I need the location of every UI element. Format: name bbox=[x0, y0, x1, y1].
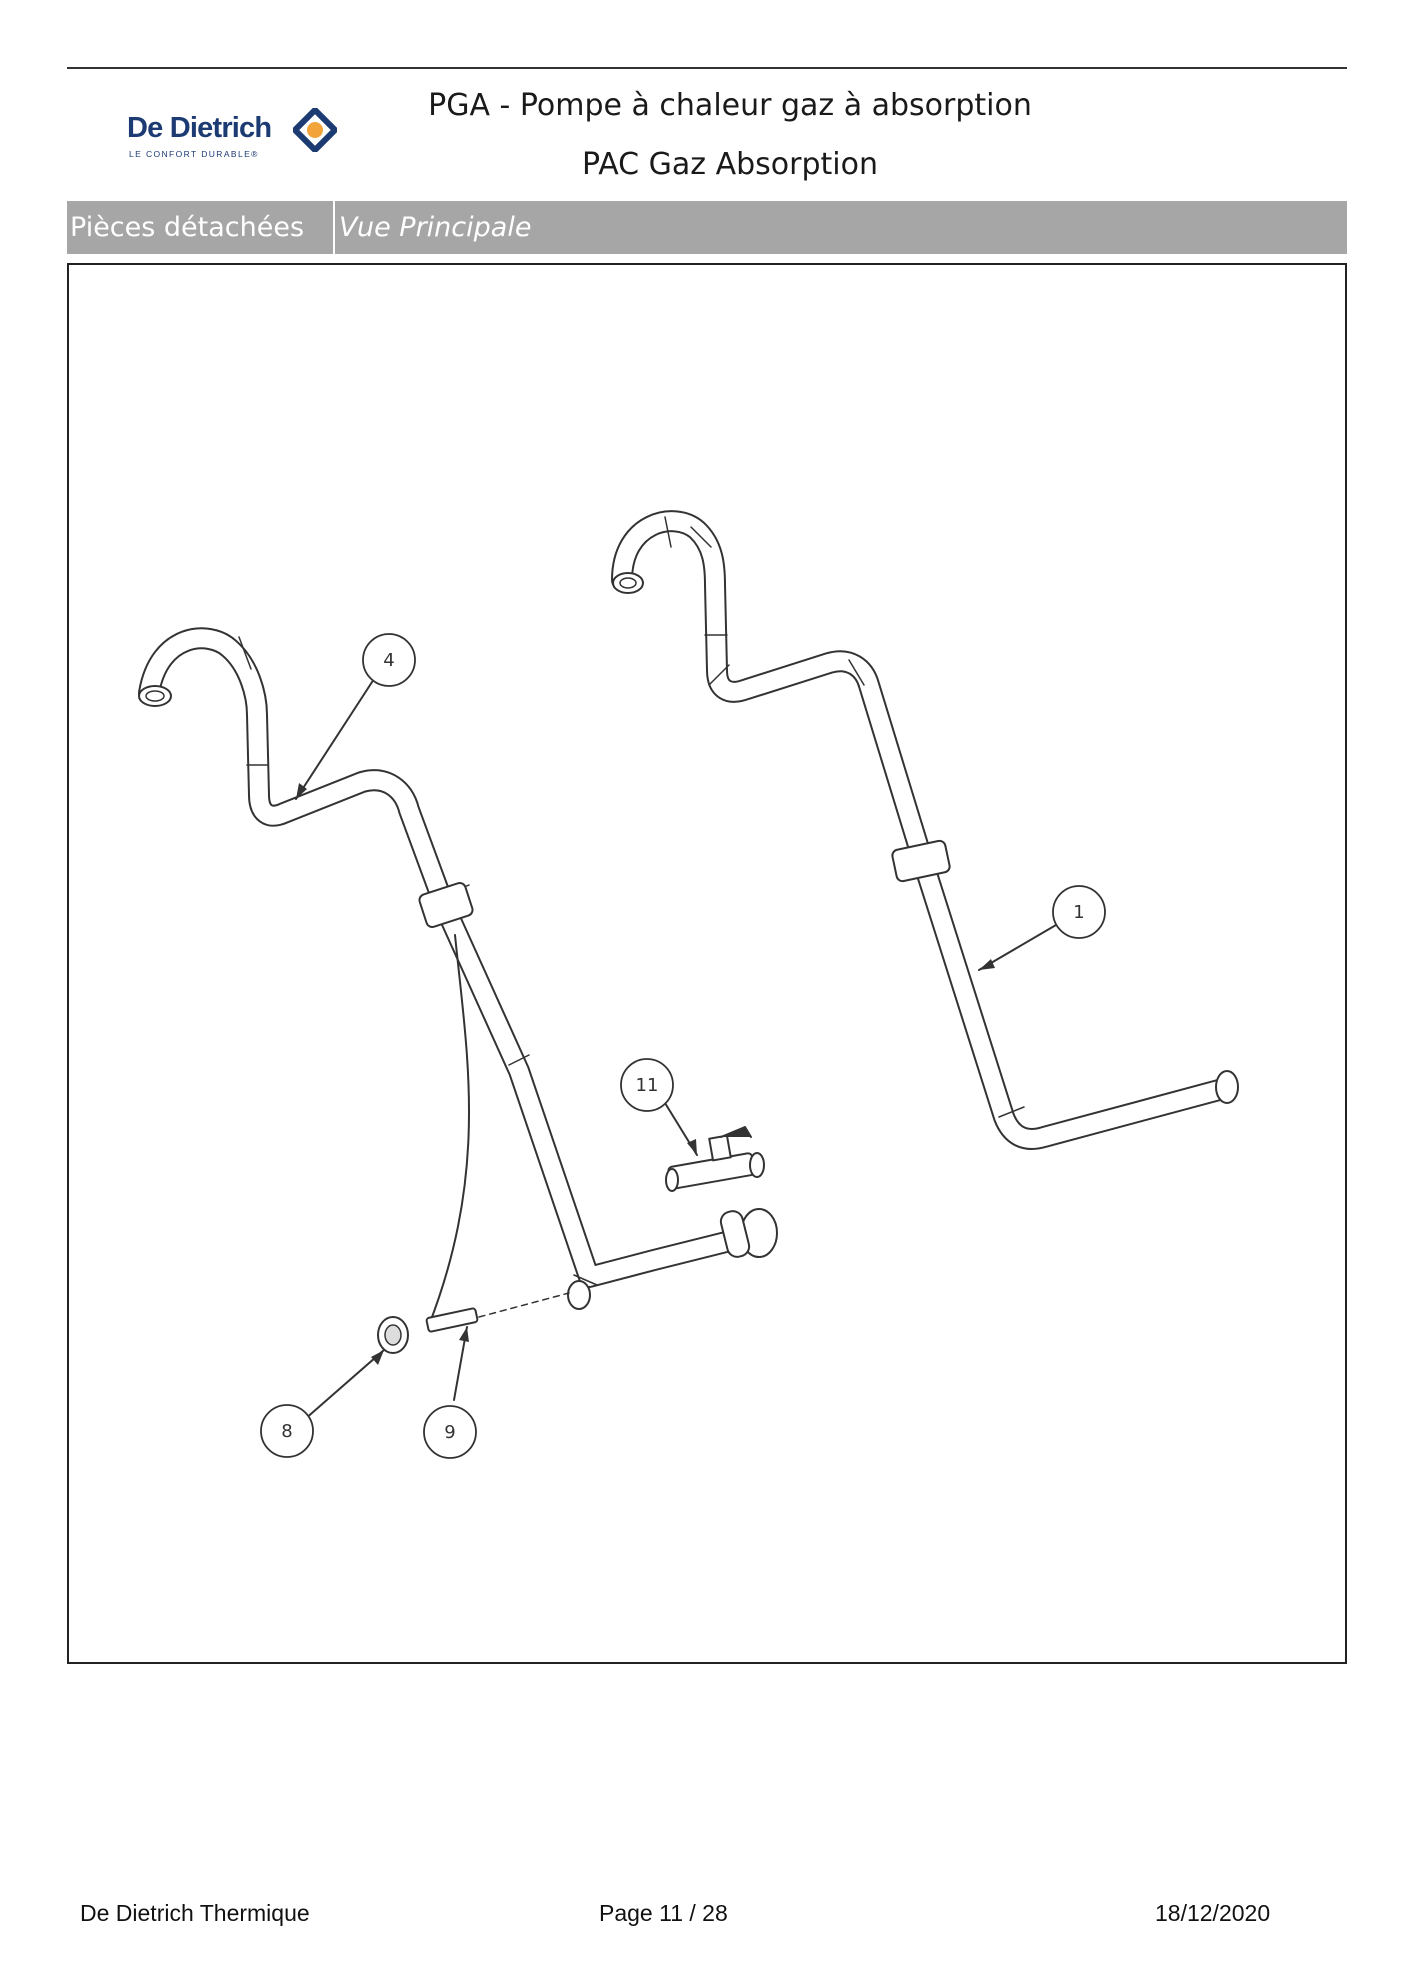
callout-9: 9 bbox=[444, 1422, 455, 1443]
plug-8 bbox=[377, 1316, 409, 1354]
brand-tagline: LE CONFORT DURABLE® bbox=[129, 149, 259, 159]
band-view-name: Vue Principale bbox=[339, 212, 532, 243]
document-title: PGA - Pompe à chaleur gaz à absorption bbox=[428, 88, 1032, 123]
section-band: Pièces détachées Vue Principale bbox=[67, 201, 1347, 254]
leader-line-8 bbox=[303, 1349, 385, 1421]
document-subtitle: PAC Gaz Absorption bbox=[582, 147, 878, 182]
footer-company: De Dietrich Thermique bbox=[80, 1900, 310, 1926]
valve-11 bbox=[665, 1126, 765, 1192]
callout-circle-9 bbox=[423, 1405, 477, 1459]
diamond-logo-icon bbox=[293, 108, 337, 152]
header-rule bbox=[67, 67, 1347, 69]
diagram-frame: 4 1 11 8 9 bbox=[67, 263, 1347, 1664]
footer-date: 18/12/2020 bbox=[1155, 1900, 1271, 1926]
leader-line-4 bbox=[295, 678, 375, 800]
band-category: Pièces détachées bbox=[67, 201, 335, 254]
callout-1: 1 bbox=[1073, 902, 1084, 923]
callout-8: 8 bbox=[281, 1421, 292, 1442]
exploded-view-drawing: 4 1 11 8 9 bbox=[138, 510, 1239, 1459]
pipe-assembly-4 bbox=[138, 627, 778, 1326]
callout-circle-11 bbox=[620, 1058, 674, 1112]
callout-11: 11 bbox=[636, 1075, 659, 1096]
callout-circle-4 bbox=[362, 633, 416, 687]
callout-circle-1 bbox=[1052, 885, 1106, 939]
brand-name: De Dietrich bbox=[127, 112, 272, 144]
pipe-assembly-1 bbox=[611, 510, 1239, 1150]
sensor-9 bbox=[425, 1292, 570, 1333]
brand-logo: De Dietrich LE CONFORT DURABLE® bbox=[127, 108, 367, 168]
callout-circle-8 bbox=[260, 1404, 314, 1458]
footer-page-number: Page 11 / 28 bbox=[599, 1900, 728, 1926]
callout-4: 4 bbox=[383, 650, 394, 671]
